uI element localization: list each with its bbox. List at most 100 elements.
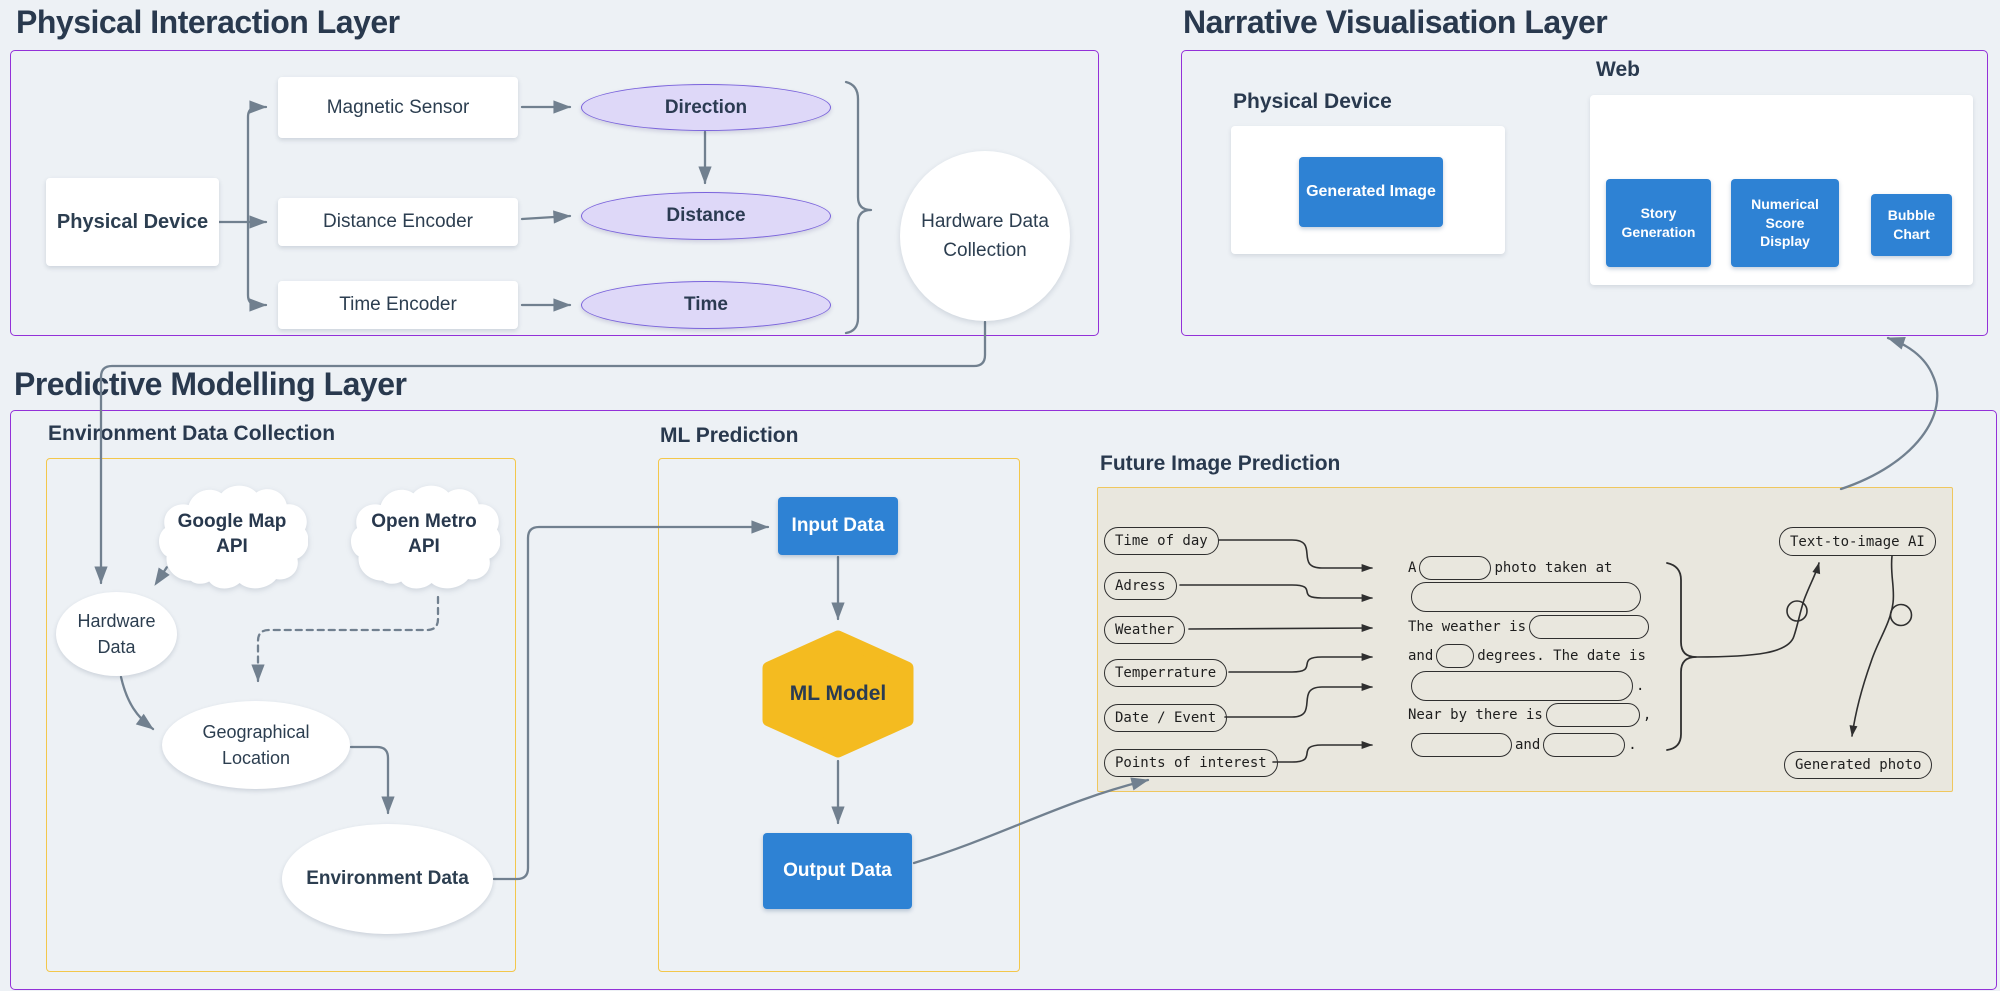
template-text: photo taken at	[1494, 560, 1613, 576]
physical-layer-frame	[10, 50, 1099, 336]
pill-time-of-day: Time of day	[1104, 527, 1219, 555]
template-line-3: The weather is	[1408, 613, 1652, 641]
hardware-data-label: Hardware Data	[77, 610, 156, 657]
edge-googlemap-dashed	[153, 547, 181, 587]
direction-ellipse: Direction	[581, 84, 831, 131]
ml-section-label: ML Prediction	[660, 424, 799, 447]
wire-ai-to-photo	[1849, 555, 1895, 737]
bubble-chart-button: Bubble Chart	[1871, 194, 1952, 256]
hardware-data-collection-label: Hardware Data Collection	[921, 210, 1049, 261]
generated-image-button: Generated Image	[1299, 157, 1443, 227]
numerical-score-display-button: Numerical Score Display	[1731, 179, 1839, 267]
google-map-api-cloud: Google Map API	[156, 480, 308, 598]
template-text: .	[1628, 737, 1637, 753]
narrative-layer-frame	[1181, 50, 1988, 336]
future-prediction-panel	[1097, 487, 1953, 792]
geographical-location-label: Geographical Location	[202, 721, 310, 768]
pill-points-of-interest: Points of interest	[1104, 749, 1278, 777]
physical-device-node: Physical Device	[46, 178, 219, 266]
time-encoder-node: Time Encoder	[278, 281, 518, 329]
ml-model-label: ML Model	[789, 682, 887, 705]
hardware-data-collection-circle: Hardware Data Collection	[900, 151, 1070, 321]
template-text: A	[1408, 560, 1417, 576]
ml-model-hexagon: ML Model	[762, 629, 914, 759]
time-ellipse: Time	[581, 281, 831, 329]
open-metro-api-label: Open Metro API	[371, 511, 477, 557]
template-line-6: Near by there is ,	[1408, 701, 1651, 729]
open-metro-api-cloud: Open Metro API	[348, 480, 500, 598]
distance-ellipse: Distance	[581, 192, 831, 240]
pill-generated-photo: Generated photo	[1784, 751, 1933, 779]
input-data-node: Input Data	[778, 497, 898, 555]
edge-device-to-magnetic-sensor	[246, 100, 268, 224]
narrative-web-label: Web	[1596, 58, 1640, 81]
wire-date-event	[1224, 683, 1373, 718]
template-blank	[1545, 703, 1640, 727]
brace-signals	[844, 80, 873, 335]
edge-future-to-narrative	[1839, 336, 1939, 491]
environment-data-label: Environment Data	[306, 868, 469, 890]
wire-time-of-day	[1218, 539, 1373, 572]
template-line-5: .	[1408, 671, 1645, 701]
wire-temperature	[1228, 653, 1373, 673]
edge-openmetro-dashed	[251, 595, 440, 683]
cloud-shape	[159, 485, 308, 589]
template-line-2	[1408, 582, 1644, 612]
pill-temperature: Temperrature	[1104, 659, 1228, 687]
environment-frame	[46, 458, 516, 972]
distance-encoder-node: Distance Encoder	[278, 198, 518, 246]
template-blank	[1411, 671, 1633, 701]
template-line-7: and .	[1408, 731, 1637, 759]
edge-geo-to-environment	[349, 745, 395, 815]
edge-device-to-time-encoder	[246, 220, 268, 312]
pill-weather: Weather	[1104, 616, 1186, 644]
loop-ai	[1786, 600, 1808, 622]
hardware-data-ellipse: Hardware Data	[56, 592, 177, 676]
wire-adress	[1179, 584, 1373, 602]
template-blank	[1419, 556, 1492, 580]
wire-weather	[1188, 624, 1373, 633]
wire-template-to-ai	[1695, 562, 1821, 658]
template-line-4: and degrees. The date is	[1408, 642, 1646, 670]
environment-section-label: Environment Data Collection	[48, 422, 336, 445]
future-section-label: Future Image Prediction	[1100, 452, 1341, 475]
geographical-location-ellipse: Geographical Location	[162, 701, 350, 789]
template-text: ,	[1642, 707, 1652, 723]
magnetic-sensor-node: Magnetic Sensor	[278, 77, 518, 138]
template-text: .	[1636, 678, 1645, 694]
edge-encoder-to-distance	[520, 210, 572, 224]
story-generation-button: Story Generation	[1606, 179, 1711, 267]
pill-date-event: Date / Event	[1104, 704, 1228, 732]
predictive-layer-frame	[10, 410, 1997, 990]
wire-points-of-interest	[1272, 741, 1373, 763]
ml-frame	[658, 458, 1020, 972]
template-blank	[1411, 582, 1641, 612]
brace-template	[1666, 562, 1697, 751]
edge-environment-to-input	[492, 520, 770, 881]
google-map-api-label: Google Map API	[177, 511, 287, 557]
template-text: Near by there is	[1408, 707, 1543, 723]
pill-adress: Adress	[1104, 572, 1177, 600]
template-text: and	[1515, 737, 1541, 753]
template-text: degrees. The date is	[1477, 648, 1646, 664]
template-text: and	[1408, 648, 1434, 664]
template-line-1: A photo taken at	[1408, 554, 1612, 582]
template-blank	[1411, 733, 1512, 757]
template-text: The weather is	[1408, 619, 1527, 635]
template-blank	[1436, 644, 1475, 668]
loop-photo	[1889, 603, 1913, 627]
environment-data-ellipse: Environment Data	[282, 824, 493, 934]
cloud-shape	[351, 485, 500, 589]
output-data-node: Output Data	[763, 833, 912, 909]
template-blank	[1529, 615, 1650, 639]
narrative-layer-title: Narrative Visualisation Layer	[1183, 4, 1608, 40]
narrative-physical-device-label: Physical Device	[1233, 90, 1392, 113]
pill-text-to-image-ai: Text-to-image AI	[1779, 527, 1936, 556]
physical-layer-title: Physical Interaction Layer	[16, 4, 400, 40]
predictive-layer-title: Predictive Modelling Layer	[14, 366, 407, 402]
edge-hardware-to-geo	[119, 675, 155, 731]
hexagon-shape	[762, 630, 914, 758]
edge-collector-to-hardware-data	[94, 320, 987, 585]
